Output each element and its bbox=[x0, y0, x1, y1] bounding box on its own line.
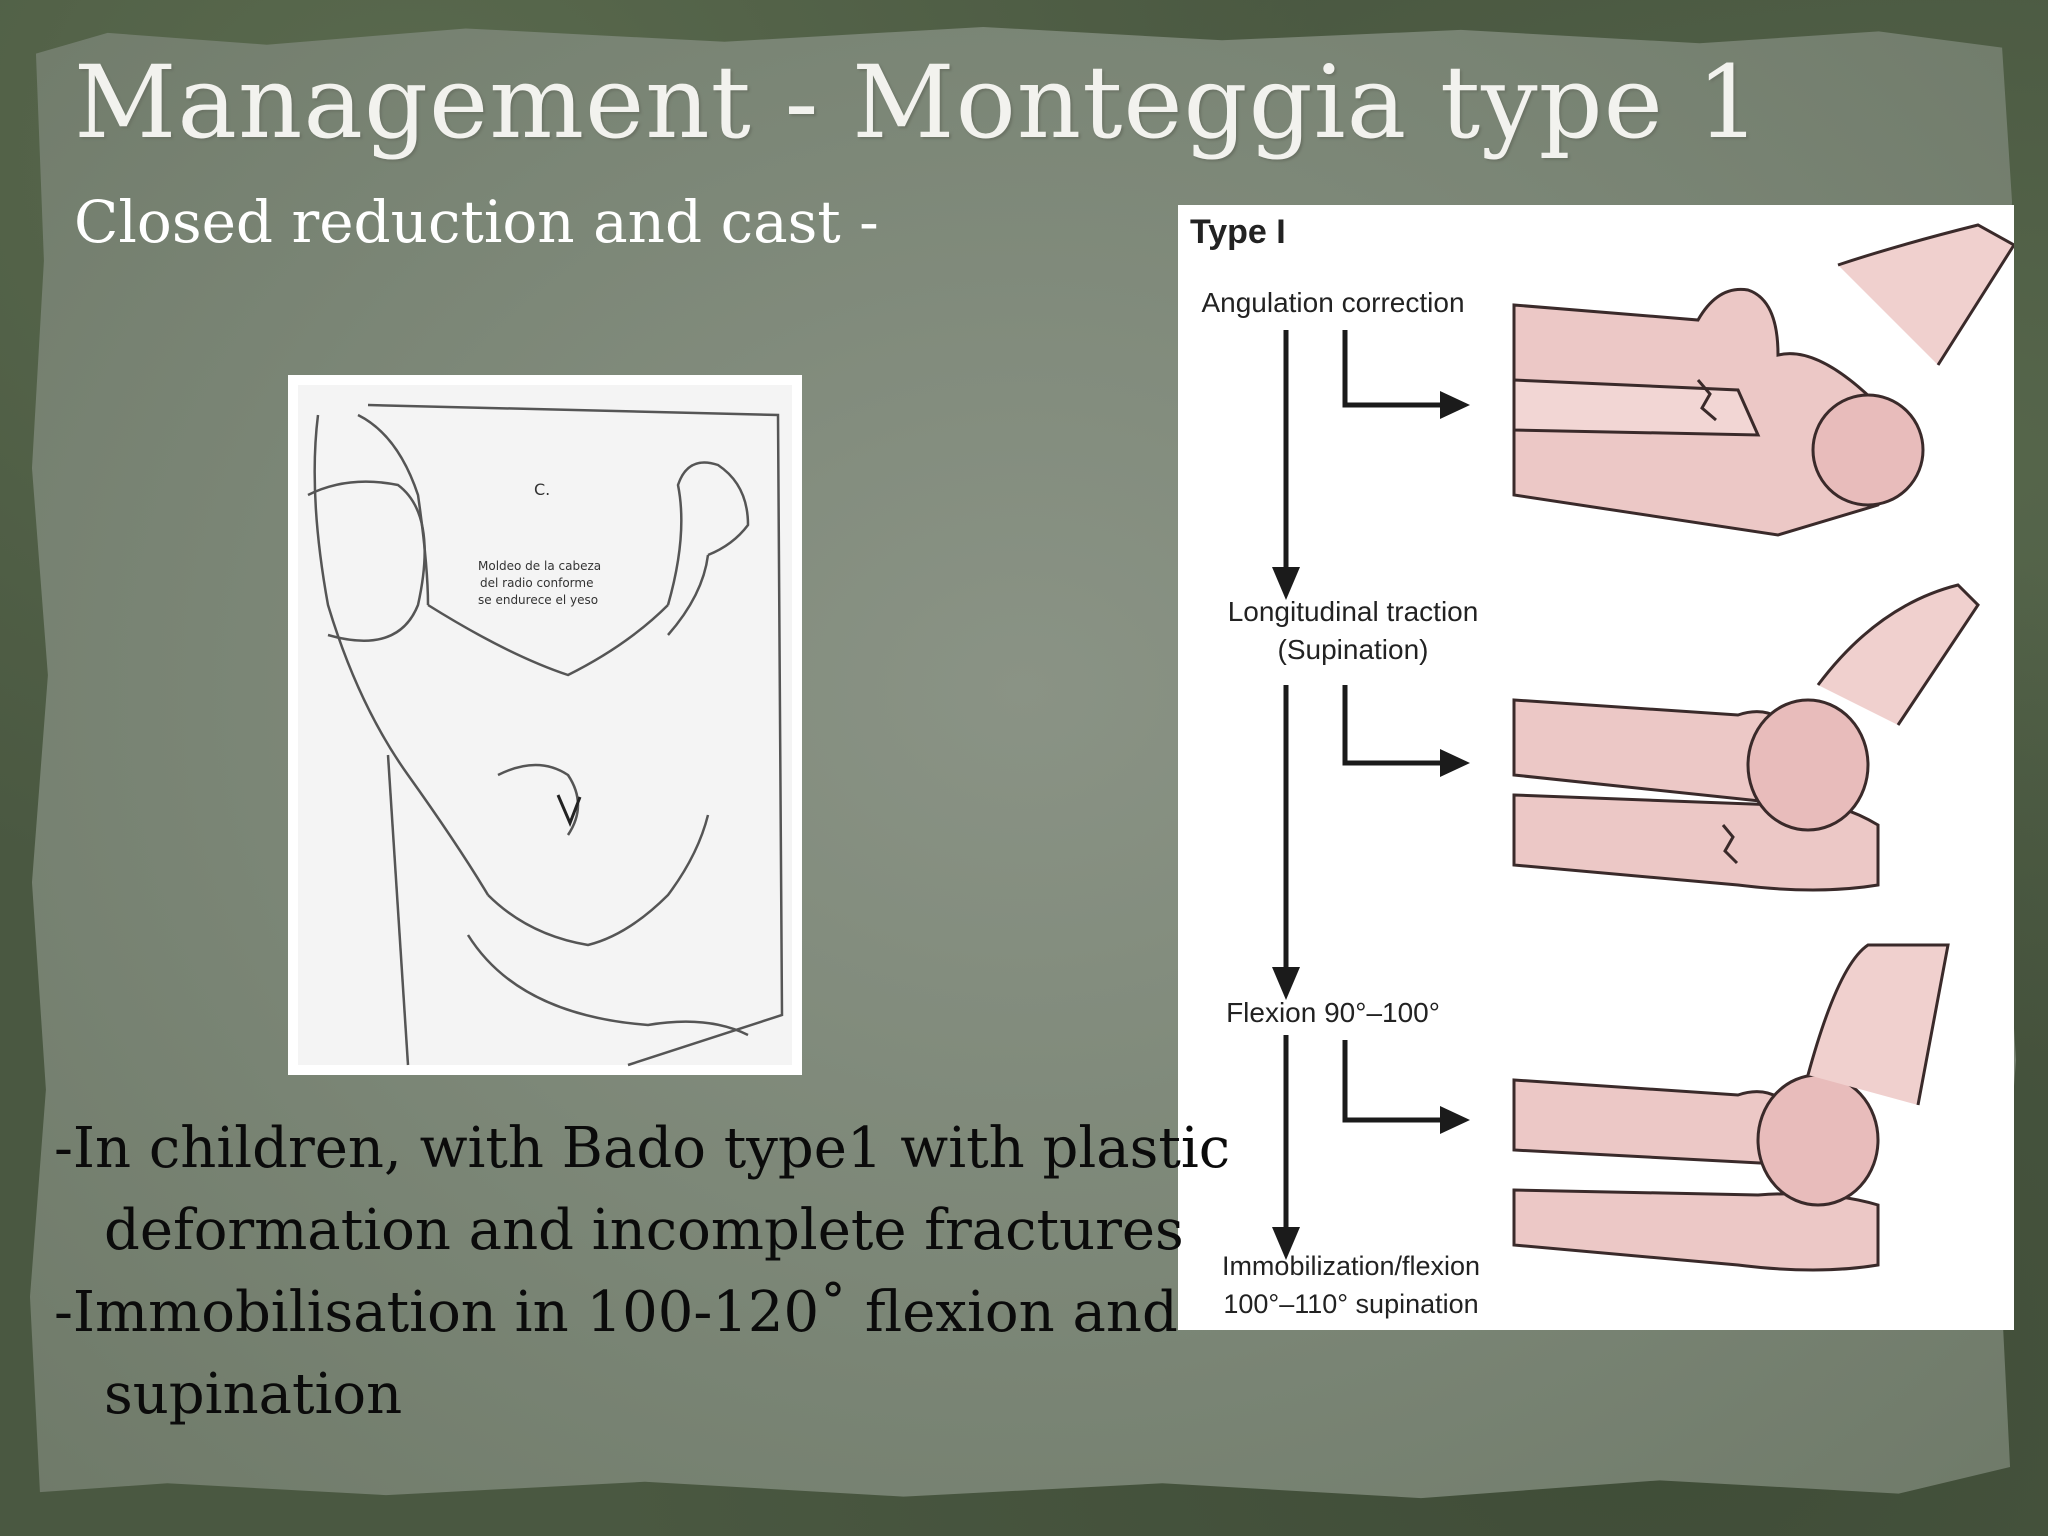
bullet-item-2: -Immobilisation in 100-120˚ flexion and … bbox=[54, 1272, 1230, 1436]
cast-sketch-image: C. Moldeo de la cabeza del radio conform… bbox=[288, 375, 802, 1075]
bullet-line-1a: -In children, with Bado type1 with plast… bbox=[54, 1116, 1231, 1181]
figure-title: Type I bbox=[1190, 213, 1286, 251]
cast-sketch-drawing: C. Moldeo de la cabeza del radio conform… bbox=[298, 385, 792, 1067]
step-immobilization: Immobilization/flexion 100°–110° supinat… bbox=[1221, 1251, 1481, 1319]
figure-arrows-and-bones bbox=[1272, 223, 2014, 1272]
bullet-line-2b: supination bbox=[104, 1362, 403, 1427]
bone-illustration-1 bbox=[1512, 223, 2014, 537]
step-longitudinal-traction: Longitudinal traction (Supination) bbox=[1227, 596, 1479, 665]
sketch-caption-line-2: del radio conforme bbox=[480, 576, 593, 590]
bullet-list: -In children, with Bado type1 with plast… bbox=[54, 1108, 1230, 1436]
bullet-line-2a: -Immobilisation in 100-120˚ flexion and bbox=[54, 1280, 1178, 1345]
slide-title: Management - Monteggia type 1 bbox=[74, 44, 1762, 161]
sketch-caption-line-1: Moldeo de la cabeza bbox=[478, 559, 601, 573]
step-angulation-correction: Angulation correction bbox=[1201, 287, 1465, 318]
sketch-caption-line-3: se endurece el yeso bbox=[478, 593, 598, 607]
bone-illustration-2 bbox=[1512, 583, 1980, 892]
bone-illustration-3 bbox=[1512, 943, 1950, 1272]
bullet-line-1b: deformation and incomplete fractures bbox=[104, 1198, 1184, 1263]
bullet-item-1: -In children, with Bado type1 with plast… bbox=[54, 1108, 1230, 1272]
sketch-label: C. bbox=[534, 480, 550, 499]
step-flexion: Flexion 90°–100° bbox=[1226, 997, 1440, 1028]
slide-subtitle: Closed reduction and cast - bbox=[74, 188, 879, 256]
type-1-reduction-figure: Type I Angulation correction Longitudina… bbox=[1178, 205, 2014, 1330]
